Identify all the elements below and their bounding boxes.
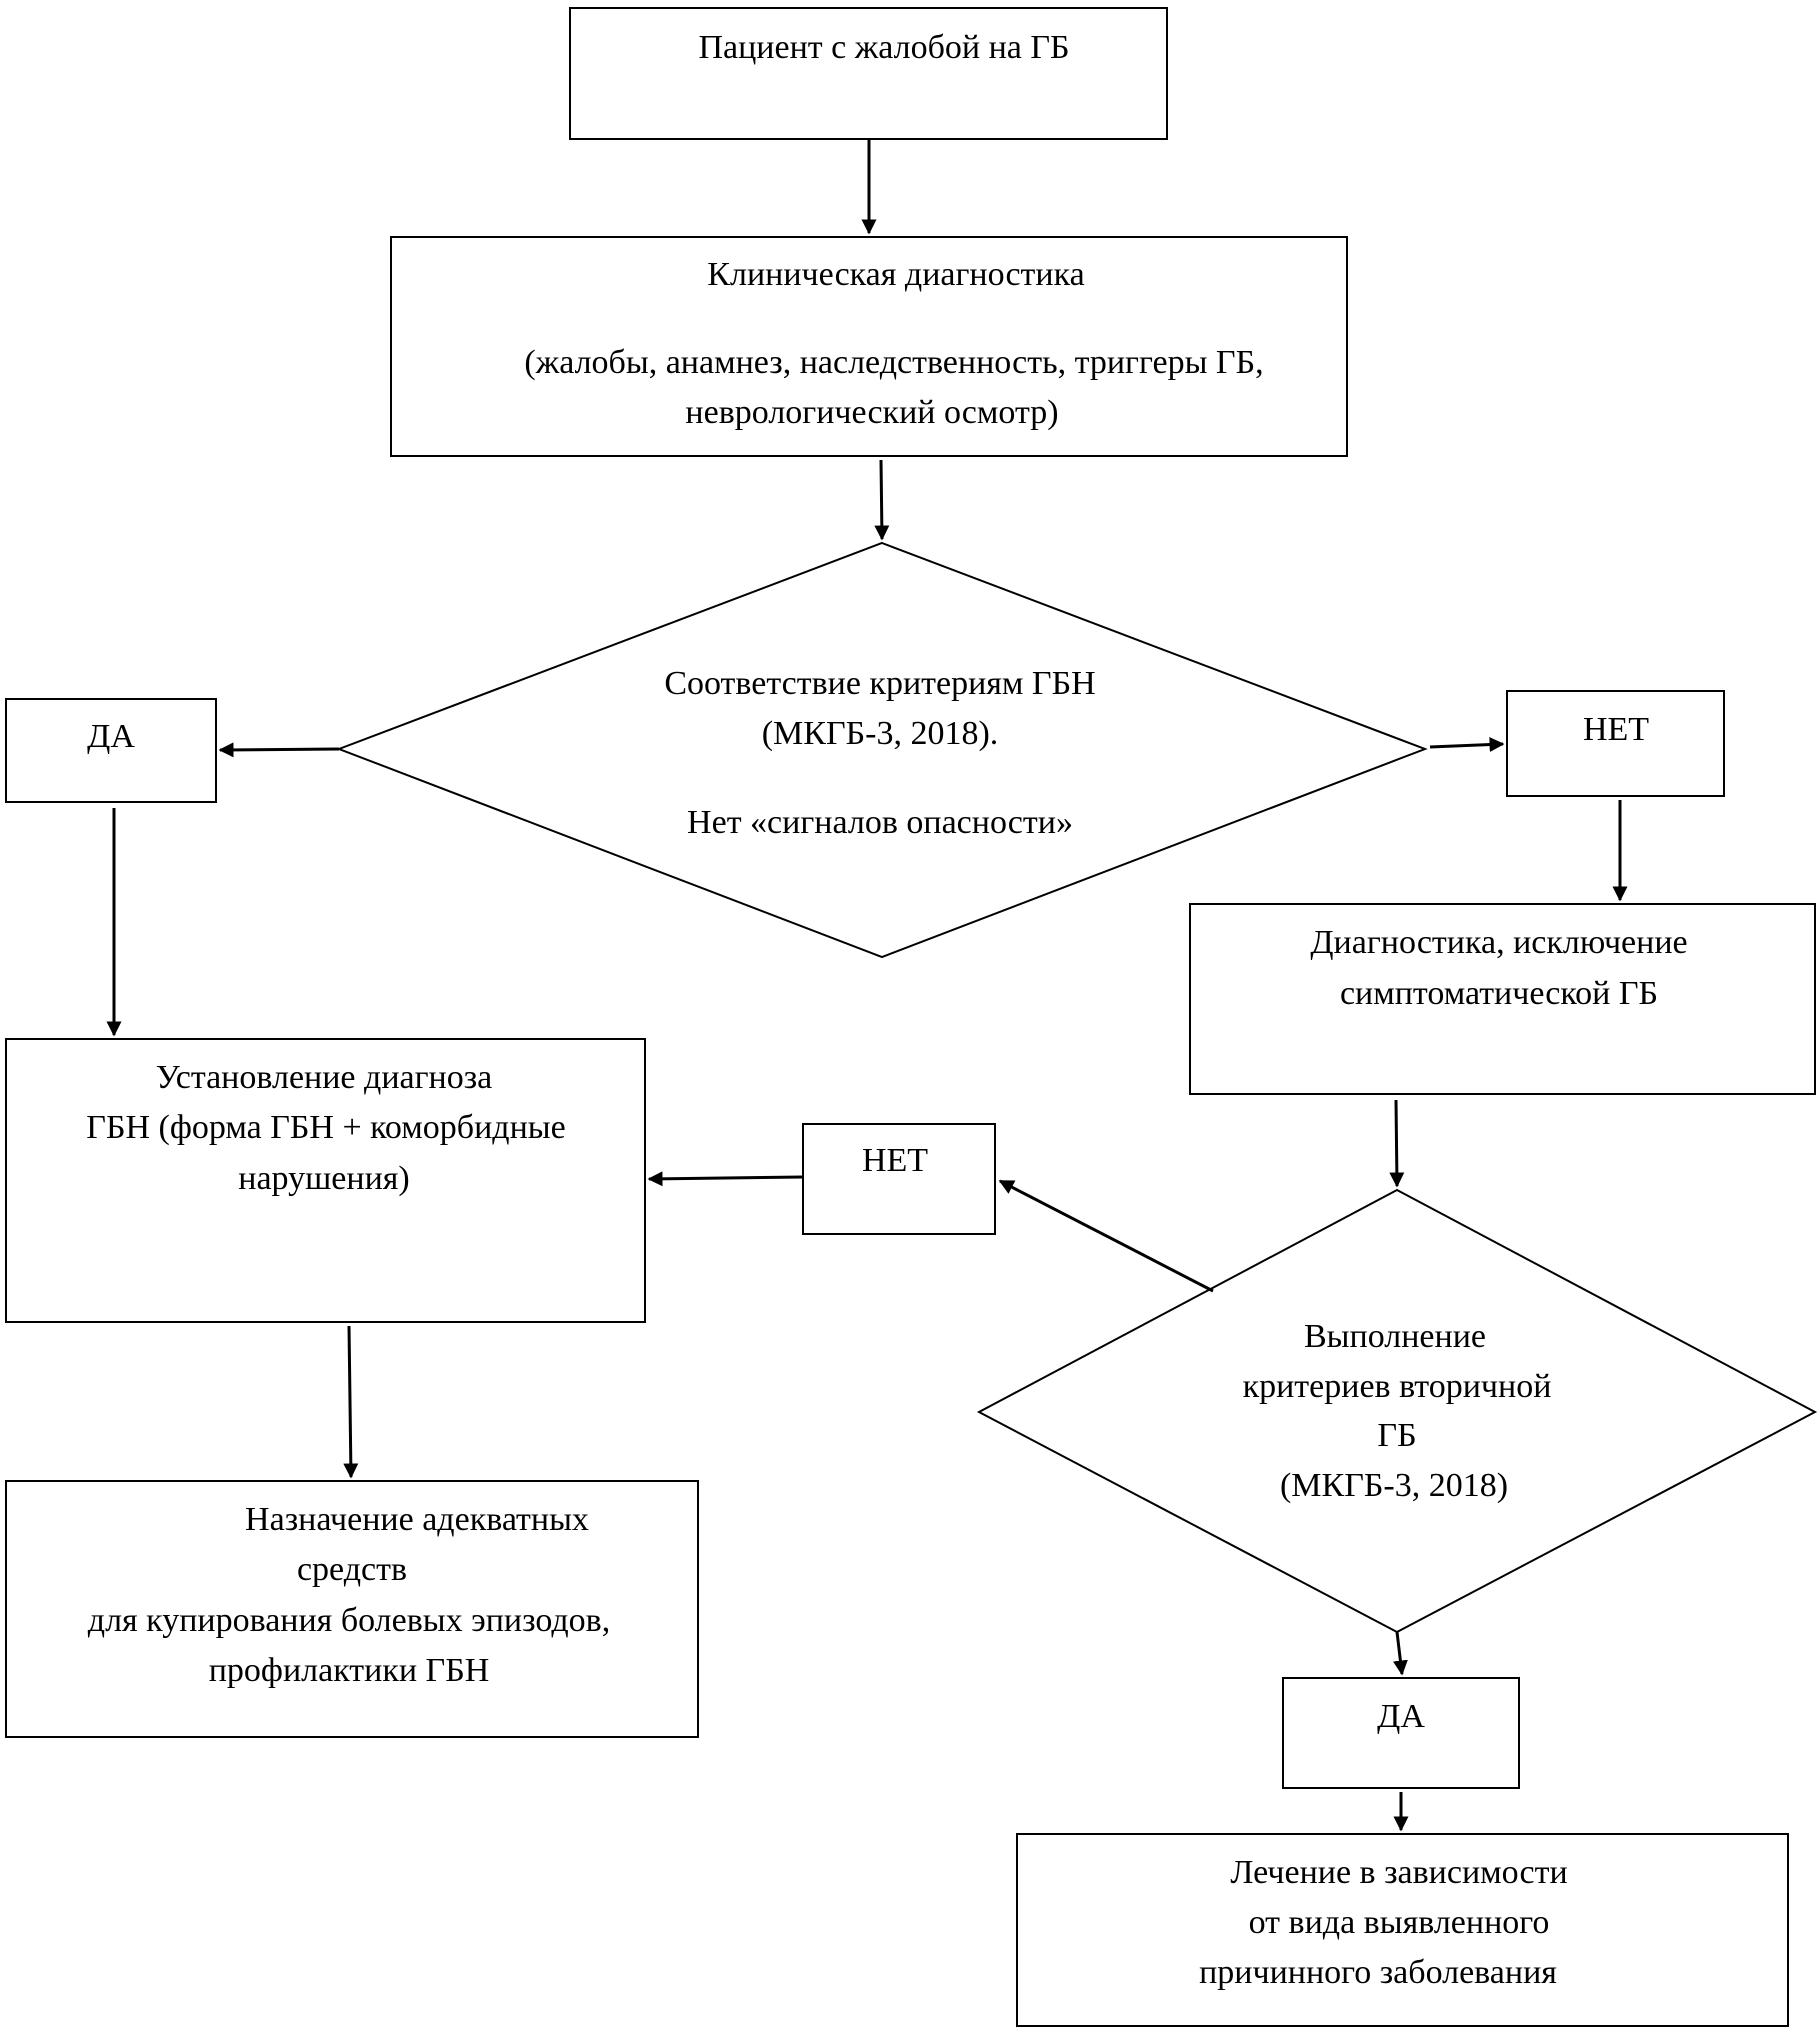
no-box-right xyxy=(1506,690,1725,797)
arrow-clinical-to-decision xyxy=(874,459,890,541)
treatment-line: средств xyxy=(297,1551,407,1588)
secondary-line: Выполнение xyxy=(1304,1318,1486,1355)
patient-line: Пациент с жалобой на ГБ xyxy=(698,29,1069,66)
no-right-text: НЕТ xyxy=(1583,711,1649,748)
diagnosis-line: нарушения) xyxy=(238,1160,409,1197)
secondary-line: (МКГБ-3, 2018) xyxy=(1280,1467,1508,1504)
secondary-line: ГБ xyxy=(1377,1417,1416,1454)
patient-box xyxy=(569,7,1168,140)
exclusion-diagnostics-box xyxy=(1189,903,1816,1095)
treatment-right-text: Лечение в зависимости от вида выявленног… xyxy=(1199,1854,1568,1991)
no-middle-text: НЕТ xyxy=(862,1142,928,1179)
yes-left-text: ДА xyxy=(87,718,135,755)
treatment-line: Лечение в зависимости xyxy=(1230,1854,1567,1891)
criteria-decision-diamond xyxy=(336,541,1428,959)
clinical-line: Клиническая диагностика xyxy=(707,256,1084,293)
arrow-decision-to-yes xyxy=(218,742,340,758)
yes-box-bottom xyxy=(1282,1677,1520,1789)
yes-label: ДА xyxy=(1377,1698,1425,1735)
diagnosis-line: Установление диагноза xyxy=(156,1059,493,1096)
yes-box-left xyxy=(5,698,217,803)
clinical-diagnostics-box xyxy=(390,236,1348,457)
decision-line: Соответствие критериям ГБН xyxy=(664,665,1095,702)
secondary-line: критериев вторичной xyxy=(1243,1368,1552,1405)
exclusion-text: Диагностика, исключение симптоматической… xyxy=(1310,924,1687,1012)
diagnosis-text: Установление диагноза ГБН (форма ГБН + к… xyxy=(86,1059,565,1197)
clinical-text: Клиническая диагностика (жалобы, анамнез… xyxy=(524,256,1263,431)
criteria-decision-text: Соответствие критериям ГБН (МКГБ-3, 2018… xyxy=(664,665,1095,841)
exclusion-line: симптоматической ГБ xyxy=(1340,975,1658,1012)
arrow-decision-to-no xyxy=(1429,737,1505,753)
treatment-line: причинного заболевания xyxy=(1199,1954,1557,1991)
no-box-middle xyxy=(802,1123,996,1235)
diagnosis-box xyxy=(5,1038,646,1323)
no-label: НЕТ xyxy=(862,1142,928,1179)
arrow-diagnosis-to-treatment xyxy=(343,1325,359,1479)
secondary-criteria-text: Выполнение критериев вторичной ГБ (МКГБ-… xyxy=(1243,1318,1552,1504)
clinical-line: (жалобы, анамнез, наследственность, триг… xyxy=(524,344,1263,381)
treatment-left-text: Назначение адекватных средств для купиро… xyxy=(88,1501,610,1689)
no-label: НЕТ xyxy=(1583,711,1649,748)
treatment-box-right xyxy=(1016,1833,1789,2027)
treatment-line: от вида выявленного xyxy=(1249,1904,1550,1941)
diagnosis-line: ГБН (форма ГБН + коморбидные xyxy=(86,1109,565,1146)
treatment-line: для купирования болевых эпизодов, xyxy=(88,1602,610,1639)
treatment-line: профилактики ГБН xyxy=(209,1652,490,1689)
yes-bottom-text: ДА xyxy=(1377,1698,1425,1735)
decision-line: (МКГБ-3, 2018). xyxy=(762,715,999,752)
treatment-box-left xyxy=(5,1480,699,1738)
yes-label: ДА xyxy=(87,718,135,755)
treatment-line: Назначение адекватных xyxy=(245,1501,589,1538)
arrow-exclusion-to-secondary xyxy=(1389,1099,1405,1188)
arrow-secondary-to-yes xyxy=(1392,1631,1408,1676)
arrow-no-to-diagnosis xyxy=(647,1171,804,1187)
decision-line: Нет «сигналов опасности» xyxy=(687,804,1073,841)
clinical-line: неврологический осмотр) xyxy=(685,394,1058,431)
patient-text: Пациент с жалобой на ГБ xyxy=(698,29,1069,66)
arrow-secondary-to-no xyxy=(998,1179,1214,1293)
secondary-criteria-diamond xyxy=(976,1188,1818,1634)
exclusion-line: Диагностика, исключение xyxy=(1310,924,1687,961)
